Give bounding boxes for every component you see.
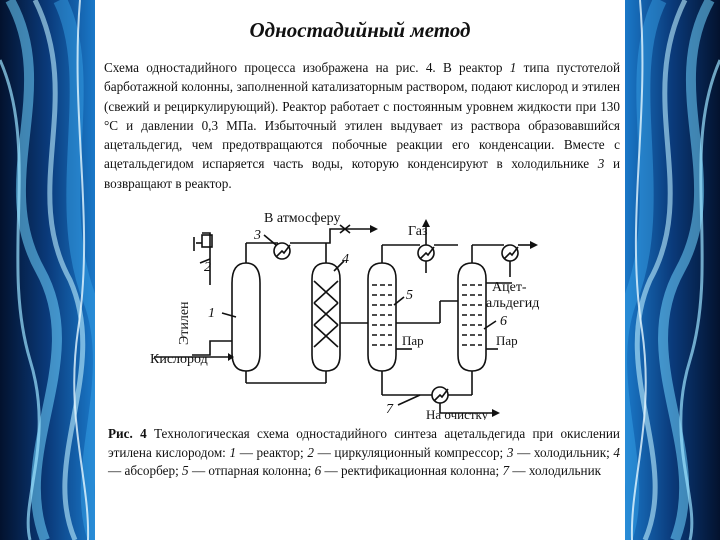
para-num-3: 3 bbox=[597, 156, 605, 172]
caption-fig-label: Рис. 4 bbox=[108, 426, 147, 441]
para-part-3: и возвращают в реактор. bbox=[104, 156, 620, 191]
label-acetaldehyde-1: Ацет- bbox=[492, 280, 527, 295]
caption-num-1: 1 bbox=[229, 444, 237, 460]
label-steam-2: Пар bbox=[496, 333, 518, 348]
caption-text-3: — циркуляционный компрессор; bbox=[313, 444, 507, 460]
caption-num-5: 5 bbox=[182, 463, 189, 479]
para-part-1: Схема одностадийного процесса изображена… bbox=[104, 60, 510, 75]
caption-text-4: — холодильник; bbox=[513, 444, 614, 460]
num-4: 4 bbox=[342, 252, 349, 267]
stripping-column bbox=[367, 262, 397, 372]
right-decor-panel bbox=[625, 0, 720, 540]
reactor-vessel bbox=[231, 262, 261, 372]
label-acetaldehyde-2: альдегид bbox=[486, 296, 539, 311]
caption-text-5: — абсорбер; bbox=[108, 463, 183, 479]
caption-num-2: 2 bbox=[307, 444, 314, 460]
label-atmosphere: В атмосферу bbox=[264, 211, 341, 226]
caption-text-1: Технологическая схема одностадийного син… bbox=[108, 426, 620, 460]
num-7: 7 bbox=[386, 402, 394, 417]
num-3: 3 bbox=[253, 228, 261, 243]
absorber-vessel bbox=[311, 262, 341, 372]
description-paragraph: Схема одностадийного процесса изображена… bbox=[104, 58, 620, 193]
caption-text-8: — холодильник bbox=[509, 463, 602, 479]
num-6: 6 bbox=[500, 314, 507, 329]
caption-text-2: — реактор; bbox=[236, 444, 308, 460]
page-title: Одностадийный метод bbox=[249, 18, 471, 42]
caption-num-6: 6 bbox=[314, 463, 322, 479]
left-decor-panel bbox=[0, 0, 95, 540]
label-steam-1: Пар bbox=[402, 333, 424, 348]
caption-num-7: 7 bbox=[502, 463, 510, 479]
rectification-column bbox=[457, 262, 487, 372]
label-gas: Газ bbox=[408, 224, 428, 239]
para-num-1: 1 bbox=[509, 60, 517, 75]
label-ethylene: Этилен bbox=[177, 301, 192, 345]
num-5: 5 bbox=[406, 288, 413, 303]
num-1: 1 bbox=[208, 306, 215, 321]
caption-num-4: 4 bbox=[613, 444, 621, 460]
num-2: 2 bbox=[204, 260, 211, 275]
para-part-2: типа пустотелой барботажной колонны, зап… bbox=[104, 60, 621, 172]
compressor-icon bbox=[201, 234, 213, 248]
process-flow-diagram: В атмосферу Газ Этилен Кислород Пар Пар … bbox=[150, 211, 539, 420]
cooler-3-icon bbox=[273, 242, 291, 260]
label-cleanup: На очистку bbox=[426, 407, 489, 420]
caption-text-7: — ректификационная колонна; bbox=[321, 463, 503, 479]
caption-text-6: — отпарная колонна; bbox=[188, 463, 315, 479]
caption-num-3: 3 bbox=[506, 444, 514, 460]
figure-caption: Рис. 4 Технологическая схема одностадийн… bbox=[108, 425, 620, 481]
label-oxygen: Кислород bbox=[150, 352, 208, 367]
